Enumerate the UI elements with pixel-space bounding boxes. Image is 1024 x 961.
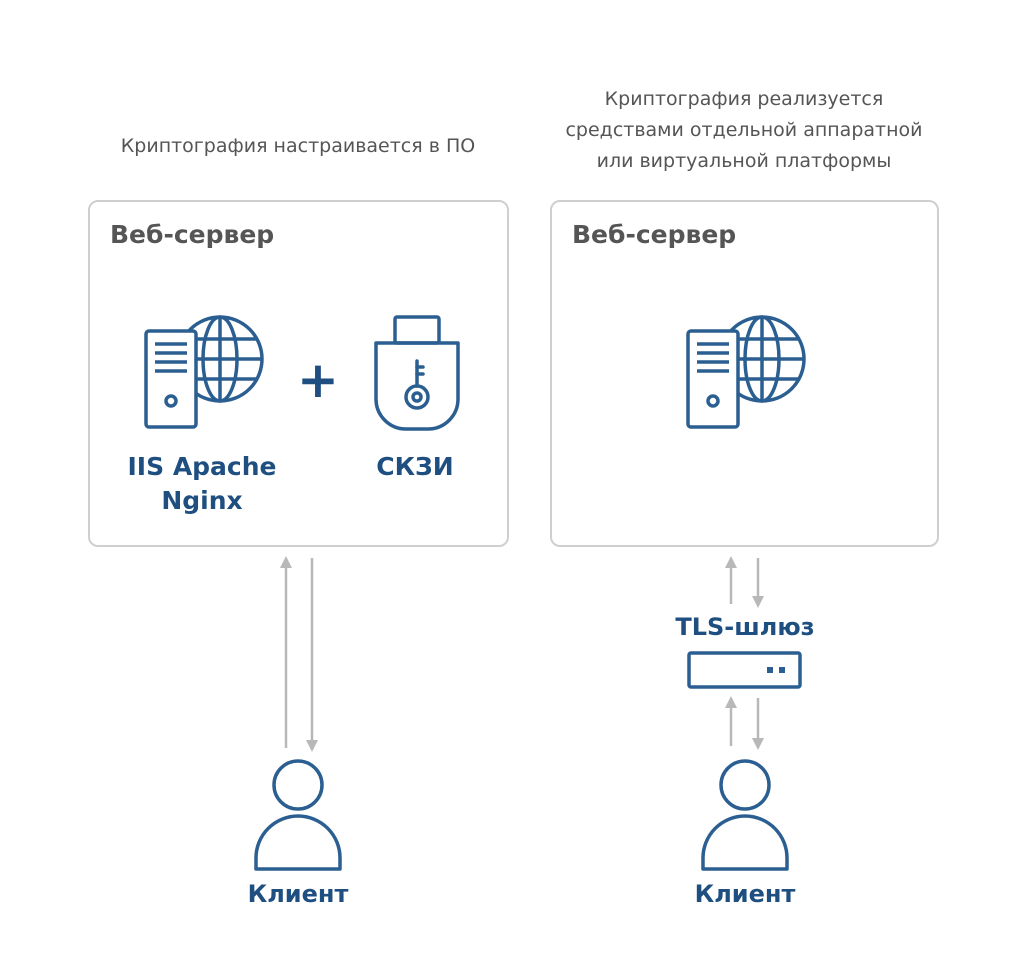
client-label-right: Клиент [694,880,796,908]
web-server-panel-right: Веб-сервер [550,200,939,547]
skzi-label: СКЗИ [376,452,454,481]
server-software-line-1: IIS Apache [127,452,277,481]
plus-sign: + [297,351,339,409]
panel-title-left: Веб-сервер [110,220,275,249]
client-user-icon [701,759,789,871]
caption-platform-crypto: Криптография реализуется средствами отде… [522,84,966,177]
web-server-panel-left: Веб-сервер IIS Apache Nginx + СКЗИ [88,200,509,547]
caption-right-line-3: или виртуальной платформы [596,150,892,172]
caption-right-line-2: средствами отдельной аппаратной [565,119,923,141]
caption-right-line-1: Криптография реализуется [604,88,884,110]
tls-gateway-label: TLS-шлюз [675,613,815,641]
server-software-line-2: Nginx [161,486,243,515]
panel-title-right: Веб-сервер [572,220,737,249]
caption-software-crypto: Криптография настраивается в ПО [60,131,536,162]
server-software-label: IIS Apache Nginx [112,450,292,518]
client-label-left: Клиент [247,880,349,908]
usb-key-icon [374,315,460,431]
caption-left-text: Криптография настраивается в ПО [120,135,476,157]
client-user-icon [254,759,342,871]
tls-gateway-device-icon [687,651,802,689]
